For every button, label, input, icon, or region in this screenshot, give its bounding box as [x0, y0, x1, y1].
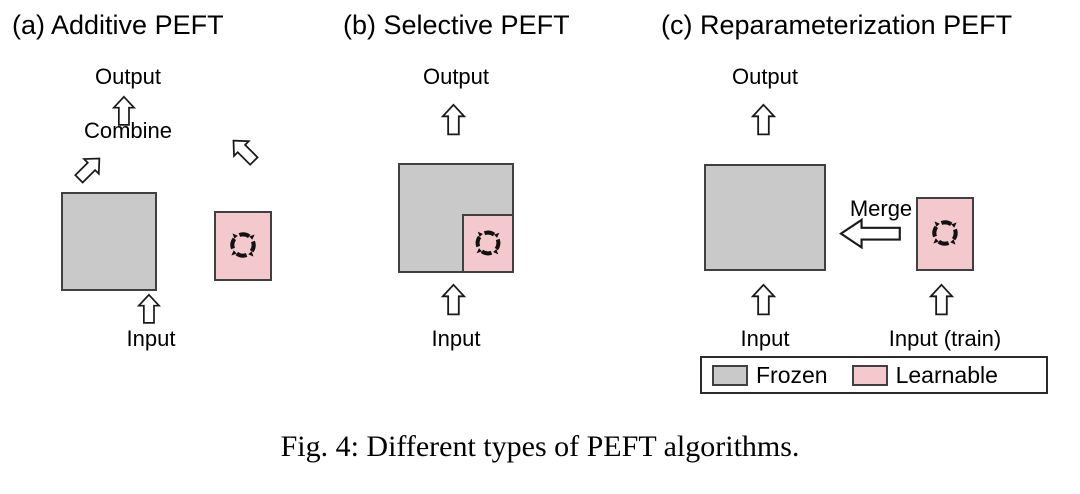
legend: Frozen Learnable [700, 356, 1048, 394]
panel-b-input-label: Input [431, 326, 481, 351]
panel-c-title: (c) Reparameterization PEFT [661, 10, 1013, 40]
legend-item-frozen: Frozen [712, 361, 828, 388]
legend-swatch-learnable [851, 364, 888, 386]
panel-c-output-arrow [751, 103, 776, 136]
panel-a-output-label: Output [94, 64, 162, 89]
panel-c-merge-label: Merge [849, 196, 913, 221]
panel-a-combine-label: Combine [83, 118, 173, 143]
panel-b-learnable-subblock [462, 214, 514, 273]
panel-b-output-label: Output [422, 64, 490, 89]
panel-c-merge-arrow [839, 218, 901, 249]
panel-a-combine-left-arrow [70, 150, 108, 188]
panel-a-combine-right-arrow [225, 132, 263, 170]
panel-a-input-arrow [137, 293, 160, 324]
panel-c-frozen-block [704, 164, 826, 271]
panel-a-title: (a) Additive PEFT [12, 10, 224, 40]
panel-a-learnable-block [214, 211, 272, 281]
panel-c-output-label: Output [731, 64, 799, 89]
legend-swatch-frozen [712, 364, 748, 386]
panel-c-input-arrow [751, 283, 776, 316]
panel-c-input-train-label: Input (train) [888, 326, 1002, 351]
legend-label-frozen: Frozen [756, 361, 828, 388]
panel-c-input-train-arrow [929, 283, 954, 316]
panel-a-frozen-block [61, 192, 157, 291]
panel-c-input-label: Input [740, 326, 790, 351]
panel-b-input-arrow [441, 283, 466, 316]
legend-item-learnable: Learnable [851, 361, 998, 388]
figure-caption: Fig. 4: Different types of PEFT algorith… [280, 430, 800, 463]
panel-b-title: (b) Selective PEFT [343, 10, 570, 40]
panel-c-learnable-block [916, 197, 974, 271]
panel-a-input-label: Input [126, 326, 176, 351]
panel-b-output-arrow [441, 103, 466, 136]
legend-label-learnable: Learnable [895, 361, 998, 388]
